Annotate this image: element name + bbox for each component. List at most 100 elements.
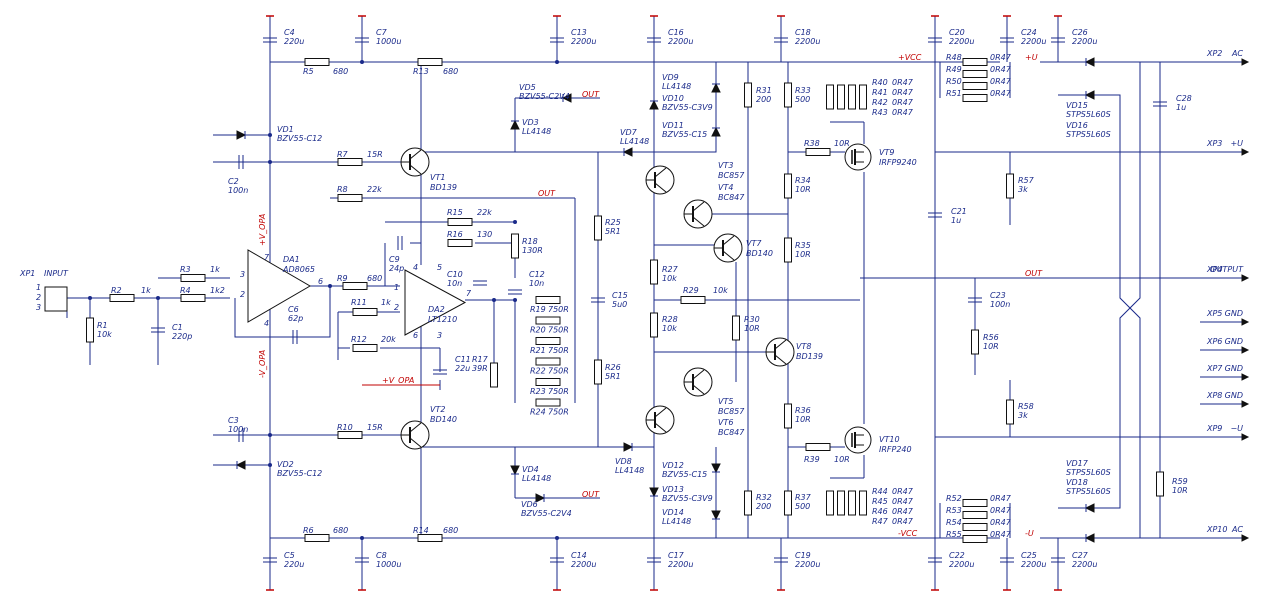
r56-resistor	[971, 329, 979, 355]
c7-capacitor	[355, 37, 369, 43]
vd18-diode	[1084, 533, 1095, 543]
c10-capacitor	[473, 280, 487, 286]
connector-arrow-icon	[1241, 148, 1250, 156]
vd12-diode	[711, 463, 721, 474]
wire	[475, 242, 516, 278]
c12-ref: C12	[529, 270, 545, 279]
r17-resistor	[490, 362, 498, 388]
da1-value: AD8065	[282, 265, 315, 274]
da1-pin-4: 4	[264, 319, 269, 328]
r39-value: 10R	[834, 455, 850, 464]
r30-ref: R30	[744, 315, 760, 324]
r14-resistor	[417, 534, 443, 542]
junction-dot	[513, 220, 517, 224]
xp1-pin-1: 1	[36, 283, 41, 292]
c3-value: 100n	[228, 425, 248, 434]
c4-ref: C4	[284, 28, 295, 37]
r33-value: 500	[795, 95, 810, 104]
c1-value: 220p	[172, 332, 192, 341]
vt2-value: BD140	[430, 415, 457, 424]
r42-resistor	[848, 84, 856, 110]
c14-ref: C14	[571, 551, 587, 560]
r10-value: 15R	[367, 423, 383, 432]
r11-value: 1k	[381, 298, 391, 307]
r27-value: 10k	[662, 274, 677, 283]
xp3-ref: XP3	[1206, 139, 1222, 148]
r57-value: 3k	[1018, 185, 1028, 194]
vt5-transistor	[683, 367, 713, 397]
r53-value: 0R47	[990, 506, 1012, 515]
c10-value: 10n	[447, 279, 462, 288]
vd9-ref: VD9	[662, 73, 679, 82]
vd8-value: LL4148	[615, 466, 644, 475]
vt1-value: BD139	[430, 183, 457, 192]
r24-ref: R24	[530, 408, 546, 417]
c10-ref: C10	[447, 270, 463, 279]
r26-ref: R26	[605, 363, 621, 372]
r13-resistor	[417, 58, 443, 66]
xp6-label: GND	[1225, 337, 1243, 346]
r31-ref: R31	[756, 86, 772, 95]
r36-ref: R36	[795, 406, 811, 415]
vt7-ref: VT7	[746, 239, 762, 248]
r47-value: 0R47	[892, 517, 914, 526]
c24-value: 2200u	[1021, 37, 1046, 46]
vt5-ref: VT5	[718, 397, 733, 406]
da2-pin-4: 4	[413, 263, 418, 272]
junction-dot	[555, 536, 559, 540]
r34-resistor	[784, 173, 792, 199]
xp10-ref: XP10	[1206, 525, 1227, 534]
c16-ref: C16	[668, 28, 684, 37]
c7-ref: C7	[376, 28, 388, 37]
c3-ref: C3	[228, 416, 239, 425]
connector-arrow-icon	[1241, 318, 1250, 326]
vd17-ref: VD17	[1066, 459, 1089, 468]
net-out-2: OUT	[582, 90, 600, 99]
r43-ref: R43	[872, 108, 888, 117]
c17-capacitor	[647, 557, 661, 563]
r51-ref: R51	[946, 89, 962, 98]
r35-resistor	[784, 237, 792, 263]
r8-value: 22k	[367, 185, 382, 194]
r1-ref: R1	[97, 321, 108, 330]
net-u-pos: +U	[1025, 53, 1038, 62]
da1-pin-7: 7	[264, 253, 270, 262]
r30-value: 10R	[744, 324, 760, 333]
xp1-pin-3: 3	[36, 303, 41, 312]
r32-resistor	[744, 490, 752, 516]
vd3-value: LL4148	[522, 127, 551, 136]
c21-capacitor	[928, 212, 942, 218]
da2-opamp	[404, 269, 467, 336]
c26-value: 2200u	[1072, 37, 1097, 46]
r40-value: 0R47	[892, 78, 914, 87]
c28-ref: C28	[1176, 94, 1192, 103]
r16-resistor	[447, 239, 473, 247]
vt8-transistor	[765, 337, 795, 367]
r17-value: 39R	[472, 364, 488, 373]
r20-resistor	[535, 316, 561, 325]
c26-ref: C26	[1072, 28, 1088, 37]
r4-value: 1k2	[210, 286, 225, 295]
r42-ref: R42	[872, 98, 888, 107]
xp9-ref: XP9	[1206, 424, 1222, 433]
r28-resistor	[650, 312, 658, 338]
vd15-value: STPS5L60S	[1066, 110, 1111, 119]
r54-resistor	[962, 523, 988, 531]
wire	[234, 286, 331, 338]
r30-resistor	[732, 315, 740, 341]
r49-resistor	[962, 70, 988, 78]
vd9-diode	[649, 99, 659, 110]
r59-resistor	[1156, 471, 1164, 497]
r33-resistor	[784, 82, 792, 108]
c22-ref: C22	[949, 551, 965, 560]
vd14-ref: VD14	[662, 508, 684, 517]
vd7-ref: VD7	[620, 128, 638, 137]
c20-ref: C20	[949, 28, 965, 37]
r3-ref: R3	[180, 265, 191, 274]
xp1-ref: XP1	[19, 269, 35, 278]
r7-value: 15R	[367, 150, 383, 159]
r5-value: 680	[333, 67, 348, 76]
c22-capacitor	[928, 557, 942, 563]
da1-opamp	[247, 249, 311, 323]
